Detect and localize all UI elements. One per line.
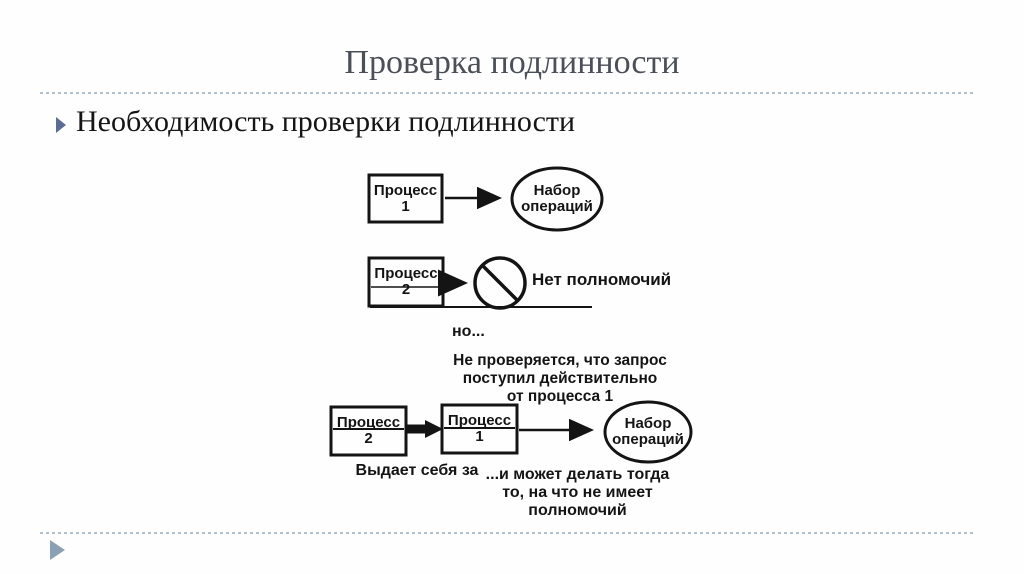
operations1-label: Набор операций — [512, 168, 602, 230]
operations2-ellipse-shape — [603, 400, 693, 464]
process1-line2: 1 — [401, 197, 410, 215]
no-entry-slash — [481, 264, 519, 302]
impersonate-label: Выдает себя за — [355, 462, 479, 479]
footer-arrow-icon — [50, 540, 65, 560]
process2b-box-shape — [329, 405, 408, 457]
process2b-line2: 2 — [364, 430, 373, 447]
operations2-label: Набор операций — [605, 402, 691, 462]
process2b-box-label: Процесс 2 — [331, 407, 406, 455]
process2-line1: Процесс — [374, 265, 438, 282]
no-authority-label: Нет полномочий — [532, 270, 672, 289]
page-title: Проверка подлинности — [344, 44, 680, 81]
operations1-ellipse-shape — [510, 166, 604, 232]
process2b-line1: Процесс — [336, 414, 401, 431]
impersonation-thick-arrowhead — [425, 420, 443, 438]
process2-line2: 2 — [401, 281, 411, 298]
operations1-line2: операций — [521, 198, 593, 215]
process1-box-label: Процесс 1 — [369, 175, 442, 222]
note-line3: от процесса 1 — [506, 388, 614, 405]
process1b-box-label: Процесс 1 — [442, 405, 517, 453]
note-block: Не проверяется, что запрос поступил дейс… — [440, 352, 680, 406]
result-line1: ...и может делать тогда — [485, 466, 670, 483]
note-line2: поступил действительно — [462, 370, 658, 387]
operations2-line2: операций — [612, 431, 684, 448]
operations2-line1: Набор — [624, 415, 672, 432]
operations1-line1: Набор — [533, 182, 581, 199]
title-divider — [40, 92, 975, 94]
process2-box-label: Процесс 2 — [369, 258, 443, 306]
bullet-triangle-icon — [56, 117, 66, 133]
process1-box-shape — [367, 173, 444, 224]
bullet-text: Необходимость проверки подлинности — [76, 105, 576, 138]
process1b-line2: 1 — [475, 428, 484, 445]
result-block: ...и может делать тогда то, на что не им… — [480, 466, 675, 520]
result-line3: полномочий — [528, 502, 627, 519]
footer-divider — [40, 532, 975, 534]
note-line1: Не проверяется, что запрос — [453, 352, 667, 369]
process1-line1: Процесс — [373, 181, 438, 199]
process1b-line1: Процесс — [447, 412, 512, 429]
but-label: но... — [452, 323, 485, 340]
result-line2: то, на что не имеет — [502, 484, 653, 501]
